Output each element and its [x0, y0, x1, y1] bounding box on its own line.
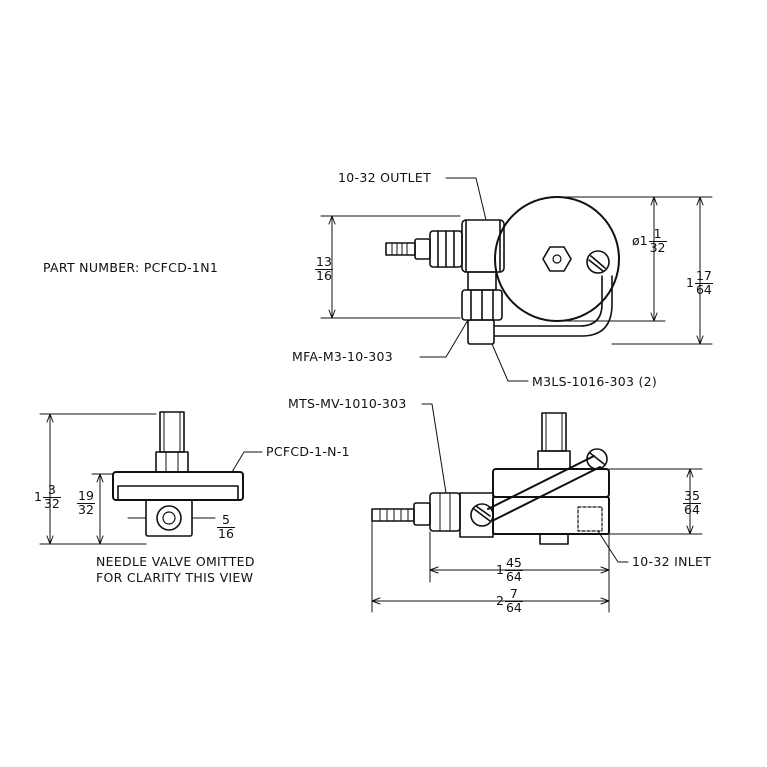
top-view — [320, 177, 713, 382]
front-view — [371, 403, 703, 613]
m3ls-callout: M3LS-1016-303 (2) — [532, 374, 658, 389]
inlet-callout: 10-32 INLET — [632, 554, 712, 569]
note-line-2: FOR CLARITY THIS VIEW — [96, 570, 254, 585]
mts-callout: MTS-MV-1010-303 — [288, 396, 407, 411]
mfa-callout: MFA-M3-10-303 — [292, 349, 394, 364]
outlet-callout: 10-32 OUTLET — [338, 170, 432, 185]
note-line-1: NEEDLE VALVE OMITTED — [96, 554, 255, 569]
pcfcd-callout: PCFCD-1-N-1 — [266, 444, 350, 459]
part-number-label: PART NUMBER: PCFCD-1N1 — [43, 260, 219, 275]
side-view — [39, 411, 263, 545]
